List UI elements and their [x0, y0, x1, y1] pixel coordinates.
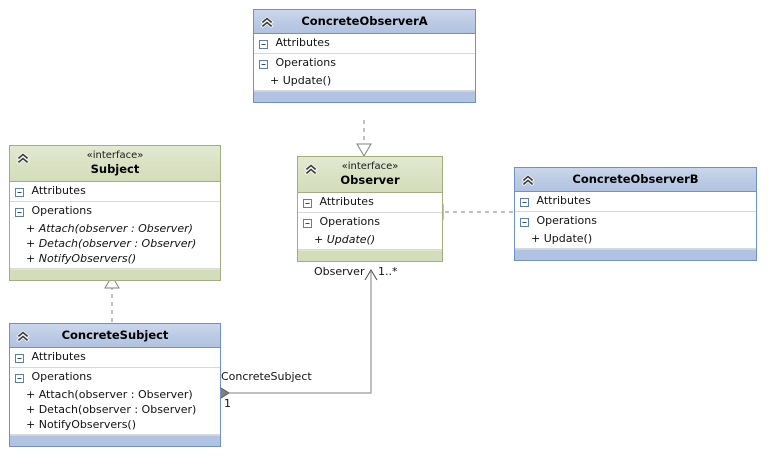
operations-list-concreteobservera: + Update()	[254, 73, 475, 91]
operation-item: + Detach(observer : Observer)	[26, 403, 197, 416]
edge-label-observer-role: Observer	[314, 265, 365, 278]
attributes-label: Attributes	[536, 194, 591, 207]
attributes-section-concreteobserverb[interactable]: Attributes	[515, 192, 756, 212]
edge-concreteobserverA-realizes-observer	[356, 120, 372, 157]
operations-list-observer: + Update()	[298, 232, 442, 250]
operation-item: + Attach(observer : Observer)	[26, 222, 193, 235]
collapse-minus-icon[interactable]	[520, 217, 529, 227]
class-footer-subject	[10, 269, 220, 280]
edge-label-concretesubject-role: ConcreteSubject	[221, 370, 312, 383]
edge-label-observer-multiplicity: 1..*	[378, 265, 398, 278]
class-chevron-icon	[15, 150, 31, 166]
class-chevron-icon	[15, 328, 31, 344]
class-chevron-icon	[520, 172, 536, 188]
operations-section-concreteobserverb[interactable]: Operations	[515, 212, 756, 231]
operations-section-concreteobservera[interactable]: Operations	[254, 54, 475, 73]
class-chevron-icon	[259, 14, 275, 30]
attributes-label: Attributes	[31, 350, 86, 363]
collapse-minus-icon[interactable]	[259, 59, 268, 69]
edge-concreteobserverB-realizes-observer	[430, 204, 513, 220]
attributes-label: Attributes	[275, 36, 330, 49]
collapse-minus-icon[interactable]	[259, 39, 268, 49]
attributes-label: Attributes	[319, 195, 374, 208]
class-header-concreteobserverb: ConcreteObserverB	[515, 168, 756, 192]
operations-label: Operations	[536, 214, 597, 227]
operations-label: Operations	[31, 204, 92, 217]
operation-item: + NotifyObservers()	[26, 418, 137, 431]
class-stereotype: «interface»	[341, 161, 399, 172]
collapse-minus-icon[interactable]	[520, 197, 529, 207]
attributes-section-concreteobservera[interactable]: Attributes	[254, 34, 475, 54]
class-header-concreteobservera: ConcreteObserverA	[254, 10, 475, 34]
class-name: Observer	[340, 173, 400, 187]
operations-label: Operations	[319, 215, 380, 228]
operation-item: + Update()	[531, 232, 593, 245]
operation-item: + Attach(observer : Observer)	[26, 388, 193, 401]
collapse-minus-icon[interactable]	[303, 218, 312, 228]
operation-item: + Detach(observer : Observer)	[26, 237, 197, 250]
class-box-concreteobserverb[interactable]: ConcreteObserverB Attributes Operations …	[514, 167, 757, 261]
class-header-subject: «interface» Subject	[10, 146, 220, 182]
class-box-concretesubject[interactable]: ConcreteSubject Attributes Operations + …	[9, 323, 221, 447]
operation-item: + Update()	[270, 74, 332, 87]
class-name: Subject	[90, 162, 140, 176]
class-chevron-icon	[303, 161, 319, 177]
edge-label-concretesubject-multiplicity: 1	[224, 397, 231, 410]
collapse-minus-icon[interactable]	[303, 198, 312, 208]
class-box-concreteobservera[interactable]: ConcreteObserverA Attributes Operations …	[253, 9, 476, 103]
class-name: ConcreteSubject	[61, 328, 169, 342]
collapse-minus-icon[interactable]	[15, 373, 24, 383]
operations-label: Operations	[275, 56, 336, 69]
operations-section-subject[interactable]: Operations	[10, 202, 220, 221]
collapse-minus-icon[interactable]	[15, 353, 24, 363]
attributes-section-observer[interactable]: Attributes	[298, 193, 442, 213]
operation-item: + Update()	[314, 233, 376, 246]
class-header-observer: «interface» Observer	[298, 157, 442, 193]
operation-item: + NotifyObservers()	[26, 252, 137, 265]
operations-list-concreteobserverb: + Update()	[515, 231, 756, 249]
class-header-concretesubject: ConcreteSubject	[10, 324, 220, 348]
attributes-label: Attributes	[31, 184, 86, 197]
class-box-observer[interactable]: «interface» Observer Attributes Operatio…	[297, 156, 443, 262]
class-box-subject[interactable]: «interface» Subject Attributes Operation…	[9, 145, 221, 281]
operations-list-subject: + Attach(observer : Observer) + Detach(o…	[10, 221, 220, 269]
operations-list-concretesubject: + Attach(observer : Observer) + Detach(o…	[10, 387, 220, 435]
class-footer-concreteobserverb	[515, 249, 756, 260]
class-footer-concretesubject	[10, 435, 220, 446]
class-name: ConcreteObserverA	[301, 14, 428, 28]
class-footer-observer	[298, 250, 442, 261]
attributes-section-subject[interactable]: Attributes	[10, 182, 220, 202]
operations-section-concretesubject[interactable]: Operations	[10, 368, 220, 387]
collapse-minus-icon[interactable]	[15, 207, 24, 217]
edge-concretesubject-realizes-subject	[104, 275, 120, 322]
attributes-section-concretesubject[interactable]: Attributes	[10, 348, 220, 368]
operations-section-observer[interactable]: Operations	[298, 213, 442, 232]
class-stereotype: «interface»	[86, 150, 144, 161]
class-footer-concreteobservera	[254, 91, 475, 102]
collapse-minus-icon[interactable]	[15, 187, 24, 197]
class-name: ConcreteObserverB	[572, 172, 699, 186]
operations-label: Operations	[31, 370, 92, 383]
